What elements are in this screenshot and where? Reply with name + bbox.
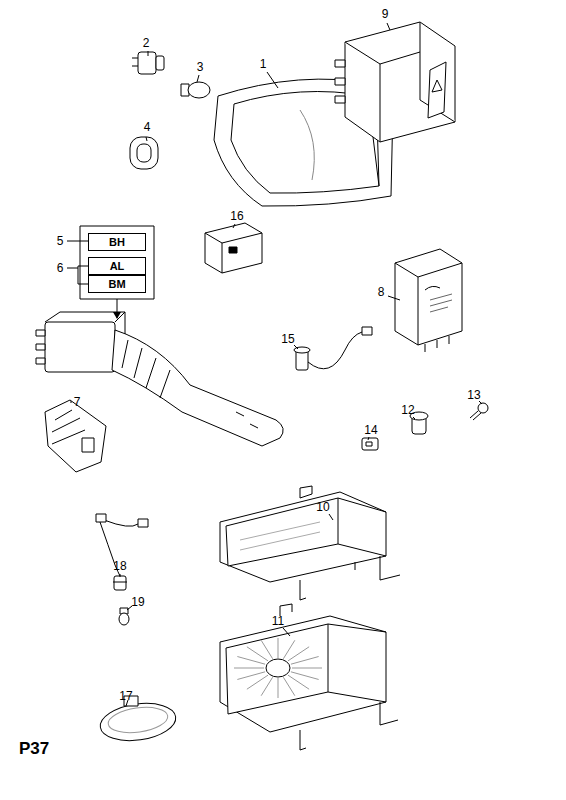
screw bbox=[470, 403, 488, 420]
callout-number: 16 bbox=[230, 210, 243, 222]
fog-lamp bbox=[220, 486, 400, 600]
lens-ray bbox=[291, 657, 319, 665]
callout-number: 5 bbox=[57, 235, 64, 247]
callout-number: 1 bbox=[260, 58, 267, 70]
callout-number: 19 bbox=[131, 596, 144, 608]
clip bbox=[362, 438, 378, 450]
option-code: AL bbox=[110, 260, 125, 272]
grommet bbox=[130, 137, 158, 169]
callout-number: 4 bbox=[144, 121, 151, 133]
bulb bbox=[181, 82, 210, 98]
bulb-socket bbox=[132, 52, 164, 74]
callout-number: 6 bbox=[57, 262, 64, 274]
hazard-switch bbox=[335, 22, 455, 142]
code-box: BM bbox=[88, 275, 146, 293]
wire-holder bbox=[96, 514, 148, 590]
callout-number: 15 bbox=[281, 333, 294, 345]
lens-ray bbox=[278, 678, 279, 698]
lens-ray bbox=[237, 657, 265, 665]
callout-number: 3 bbox=[197, 61, 204, 73]
callout-number: 9 bbox=[382, 8, 389, 20]
leader-line bbox=[70, 23, 482, 706]
lens-ray bbox=[234, 668, 264, 669]
callout-number: 8 bbox=[378, 286, 385, 298]
code-bracket bbox=[67, 226, 154, 318]
lens-ray bbox=[283, 640, 294, 658]
lens-ray bbox=[247, 647, 268, 661]
lens-ray bbox=[288, 647, 309, 661]
lens-ray bbox=[278, 638, 279, 658]
wedge-bulb bbox=[119, 608, 129, 625]
option-code: BH bbox=[109, 236, 125, 248]
lens-ray bbox=[288, 675, 309, 689]
lens-ray bbox=[291, 672, 319, 680]
lens-ray bbox=[261, 640, 272, 658]
callout-number: 13 bbox=[467, 389, 480, 401]
code-box: AL bbox=[88, 257, 146, 275]
lens-ray bbox=[247, 675, 268, 689]
callout-number: 14 bbox=[364, 424, 377, 436]
lens-ray bbox=[261, 677, 272, 695]
side-repeater bbox=[98, 696, 178, 745]
lens-ray bbox=[283, 677, 294, 695]
callout-number: 11 bbox=[272, 615, 284, 627]
lens-ray bbox=[292, 668, 322, 669]
flasher-unit bbox=[395, 249, 462, 352]
code-box: BH bbox=[88, 233, 146, 251]
callout-number: 18 bbox=[113, 560, 126, 572]
option-code: BM bbox=[108, 278, 125, 290]
front-lamp bbox=[220, 604, 398, 750]
callout-number: 10 bbox=[316, 501, 329, 513]
callout-number: 2 bbox=[143, 37, 150, 49]
callout-number: 17 bbox=[119, 690, 132, 702]
callout-number: 12 bbox=[401, 404, 414, 416]
callout-number: 7 bbox=[74, 396, 81, 408]
lens-ray bbox=[237, 672, 265, 680]
bulb-holder bbox=[294, 327, 372, 370]
rubber-boot bbox=[45, 400, 106, 472]
page-code: P37 bbox=[19, 740, 49, 757]
relay bbox=[205, 223, 262, 273]
